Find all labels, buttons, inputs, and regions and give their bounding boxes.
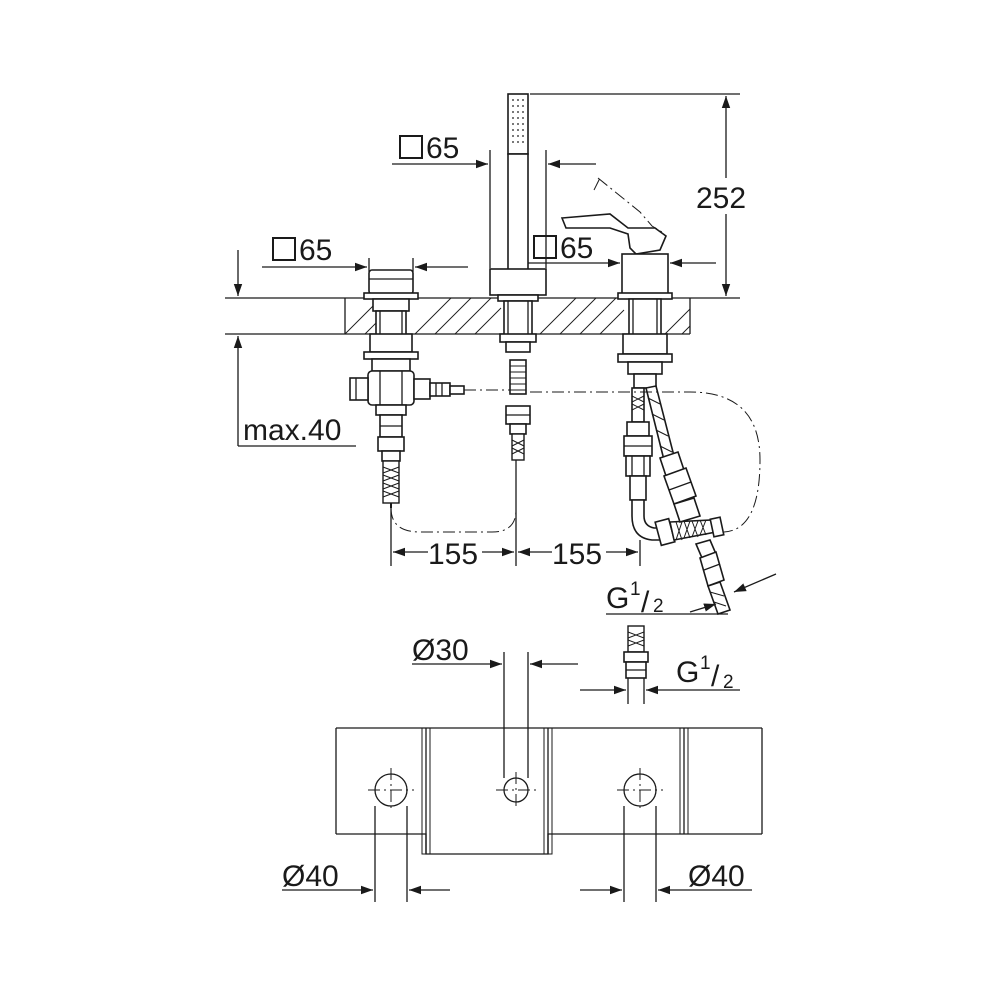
svg-text:2: 2 bbox=[723, 672, 734, 693]
square-left-label: 65 bbox=[299, 234, 332, 267]
dimension-square-right: 65 bbox=[528, 232, 716, 268]
dimension-spacing: 155 155 bbox=[390, 460, 641, 571]
max-depth-label: max.40 bbox=[243, 414, 341, 447]
dimension-height: 252 bbox=[530, 93, 746, 299]
spacing-right-label: 155 bbox=[552, 538, 602, 571]
hand-shower bbox=[489, 93, 547, 461]
loose-connector: G 1 / 2 bbox=[580, 625, 740, 704]
height-label: 252 bbox=[696, 182, 746, 215]
braided-hose-left bbox=[382, 460, 400, 504]
svg-text:1: 1 bbox=[630, 579, 641, 600]
square-top-label: 65 bbox=[426, 132, 459, 165]
hose-routing bbox=[390, 389, 761, 533]
thread-upper-label: G bbox=[606, 582, 629, 615]
deck-hole-plan: Ø30 Ø40 Ø40 bbox=[282, 634, 763, 902]
square-right-label: 65 bbox=[560, 232, 593, 265]
svg-text:/: / bbox=[711, 660, 720, 693]
dimension-max-depth: max.40 bbox=[233, 250, 356, 447]
svg-text:2: 2 bbox=[653, 596, 664, 617]
spacing-left-label: 155 bbox=[428, 538, 478, 571]
single-lever-mixer bbox=[560, 177, 732, 616]
svg-text:/: / bbox=[641, 586, 650, 619]
hole-right-label: Ø40 bbox=[688, 860, 745, 893]
diverter-valve bbox=[349, 269, 465, 508]
dimension-square-left: 65 bbox=[262, 234, 468, 272]
hole-left-label: Ø40 bbox=[282, 860, 339, 893]
svg-text:1: 1 bbox=[700, 653, 711, 674]
thread-lower-label: G bbox=[676, 656, 699, 689]
spray-nozzles bbox=[512, 99, 524, 143]
thread-upper: G 1 / 2 bbox=[606, 573, 777, 619]
dimension-square-top: 65 bbox=[392, 132, 596, 268]
hole-center-label: Ø30 bbox=[412, 634, 469, 667]
deck-section bbox=[225, 297, 691, 335]
